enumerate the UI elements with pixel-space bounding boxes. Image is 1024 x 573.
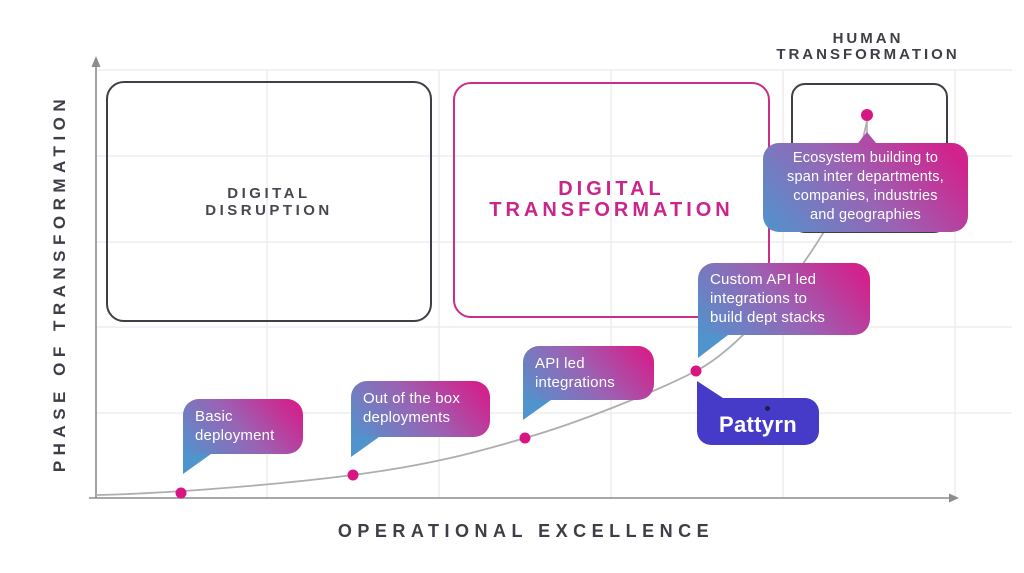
milestone-dot (347, 469, 359, 481)
milestone-dot (690, 365, 702, 377)
milestone-dot (175, 487, 187, 499)
callout-basic-deployment: Basic deployment (183, 399, 303, 474)
x-axis-arrow-icon (949, 493, 959, 503)
y-axis-arrow-icon (91, 56, 101, 67)
zone-human-transformation-title: HUMAN TRANSFORMATION (776, 30, 960, 63)
pattyrn-logo-text: Pattyrn (719, 411, 797, 437)
pattyrn-logo-dot-icon (765, 406, 770, 411)
callout-api-led-integrations: API led integrations (523, 346, 654, 420)
milestone-dot (519, 432, 531, 444)
axes (89, 64, 951, 499)
pattyrn-logo: Pattyrn (697, 381, 819, 445)
callout-ecosystem-building: Ecosystem building to span inter departm… (763, 132, 968, 232)
y-axis-label: PHASE OF TRANSFORMATION (50, 93, 69, 473)
zone-digital-disruption-title: DIGITAL DISRUPTION (205, 184, 333, 219)
milestone-dot (861, 109, 873, 121)
zone-digital-transformation-title: DIGITAL TRANSFORMATION (489, 178, 734, 221)
x-axis-label: OPERATIONAL EXCELLENCE (337, 521, 715, 541)
callout-out-of-the-box-deployments: Out of the box deployments (351, 381, 490, 457)
zone-digital-disruption: DIGITAL DISRUPTION (106, 81, 432, 322)
milestone-dots (175, 109, 873, 499)
callout-custom-api-led-integrations: Custom API led integrations to build dep… (698, 263, 870, 358)
